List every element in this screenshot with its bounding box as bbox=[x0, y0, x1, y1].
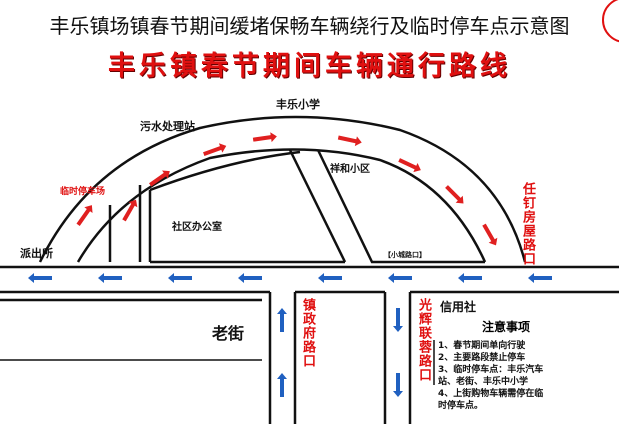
arrow-icon bbox=[122, 199, 138, 222]
notes-title: 注意事项 bbox=[482, 320, 531, 334]
diagonal-road-left bbox=[288, 149, 347, 263]
arrow-icon bbox=[393, 308, 403, 332]
arrow-icon bbox=[203, 143, 227, 156]
note-item: 4、上街购物车辆需停在临时停车点。 bbox=[438, 389, 544, 411]
map-title: 丰乐镇春节期间车辆通行路线 bbox=[108, 51, 511, 82]
arrow-icon bbox=[388, 273, 412, 283]
note-item: 3、临时停车点：丰乐汽车站、老街、丰乐中小学 bbox=[438, 365, 544, 387]
label-guanghui: 光辉联蓉路口 bbox=[416, 298, 431, 382]
arrow-icon bbox=[458, 273, 482, 283]
arc-road-inner bbox=[76, 148, 487, 263]
label-school: 丰乐小学 bbox=[276, 98, 320, 111]
arrow-icon bbox=[318, 273, 342, 283]
inner-arc bbox=[149, 150, 301, 192]
note-item: 2、主要路段禁止停车 bbox=[438, 353, 526, 363]
label-parking: 临时停车场 bbox=[60, 187, 106, 197]
label-zhengfu: 镇政府路口 bbox=[300, 298, 315, 368]
one-way-arrows bbox=[76, 132, 498, 246]
arrow-icon bbox=[98, 273, 122, 283]
label-xianghe: 祥和小区 bbox=[330, 164, 370, 175]
arrow-icon bbox=[28, 273, 52, 283]
arrow-icon bbox=[149, 170, 170, 187]
arrow-icon bbox=[252, 132, 277, 143]
label-sewage: 污水处理站 bbox=[140, 120, 195, 133]
arrow-icon bbox=[482, 223, 498, 246]
arrow-icon bbox=[528, 273, 552, 283]
label-laojie: 老街 bbox=[212, 324, 245, 343]
arrow-icon bbox=[393, 373, 403, 397]
diagonal-road-right bbox=[316, 149, 485, 264]
arrow-icon bbox=[277, 308, 287, 332]
note-item: 1、春节期间单向行驶 bbox=[438, 341, 526, 351]
official-stamp bbox=[602, 0, 619, 43]
arrow-icon bbox=[398, 158, 421, 173]
arc-road-outer bbox=[38, 115, 527, 263]
map-subtitle: 丰乐镇场镇春节期间缓堵保畅车辆绕行及临时停车点示意图 bbox=[49, 14, 570, 38]
label-community-office: 社区办公室 bbox=[172, 222, 222, 233]
two-way-arrows bbox=[28, 273, 552, 397]
notes-list: 1、春节期间单向行驶 2、主要路段禁止停车 3、临时停车点：丰乐汽车站、老街、丰… bbox=[438, 340, 548, 412]
label-police: 派出所 bbox=[20, 247, 53, 260]
label-xiaocheng: 【小城路口】 bbox=[384, 251, 426, 259]
arrow-icon bbox=[277, 373, 287, 397]
label-xinyongshe: 信用社 bbox=[440, 300, 477, 314]
label-renting: 任钉房屋路口 bbox=[520, 182, 535, 266]
arrow-icon bbox=[238, 273, 262, 283]
arrow-icon bbox=[76, 205, 93, 226]
arrow-icon bbox=[337, 135, 362, 147]
arrow-icon bbox=[168, 273, 192, 283]
arrow-icon bbox=[445, 185, 464, 204]
